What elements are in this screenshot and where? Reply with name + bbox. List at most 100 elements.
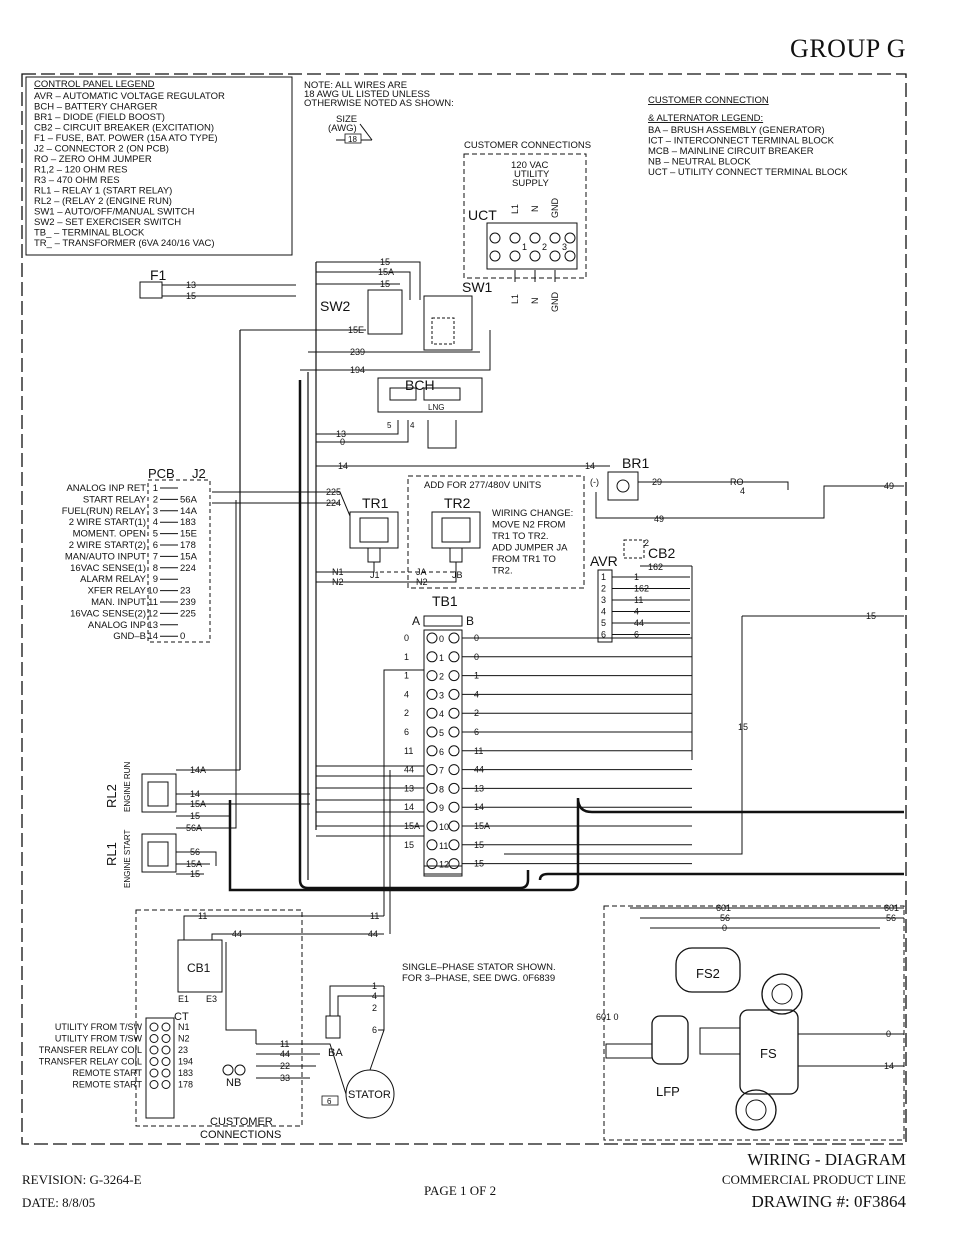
tb1-a: A	[412, 614, 420, 628]
harness-wires	[228, 262, 904, 892]
pcb-pin-wire: 23	[180, 586, 191, 597]
ct-screw	[161, 1057, 171, 1066]
rl1-engine-start: ENGINE START	[123, 830, 132, 888]
note-line: NOTE: ALL WIRES ARE	[304, 80, 407, 91]
tb1-terminal-number: 11	[439, 841, 448, 851]
legend-item: AVR – AUTOMATIC VOLTAGE REGULATOR	[34, 91, 225, 102]
add-480-line: TR2.	[492, 566, 513, 577]
pcb-pin-wire: 183	[180, 517, 196, 528]
pcb-pin-label: 2 WIRE START(2)	[69, 540, 146, 551]
uct-header: CUSTOMER CONNECTIONS	[464, 140, 591, 151]
wire-label-162: 162	[648, 562, 663, 572]
pcb-pin-number: 14	[147, 631, 158, 642]
uct-n-label: N	[530, 206, 540, 213]
fuel-system: 601 601 56 56 0 FS2 FS LFP 601 0 0 14	[596, 903, 905, 1141]
pcb-pin-label: ALARM RELAY	[80, 574, 146, 585]
wire-label-n2: N2	[332, 577, 344, 587]
avr-terminal-number: 2	[601, 584, 606, 594]
customer-legend: CUSTOMER CONNECTION & ALTERNATOR LEGEND:…	[648, 95, 848, 178]
legend-item: R3 – 470 OHM RES	[34, 175, 120, 186]
tb1-terminal-number: 9	[439, 803, 444, 813]
tb1-screw	[448, 688, 460, 700]
pcb-pin-label: 16VAC SENSE(1)	[70, 563, 146, 574]
stator-label: STATOR	[348, 1089, 391, 1101]
tb1-screw	[448, 764, 460, 776]
pcb-pin-label: ANALOG INP RET	[66, 483, 146, 494]
pcb-pin-label: MAN/AUTO INPUT	[65, 551, 146, 562]
wiring-diagram-title: WIRING - DIAGRAM	[747, 1150, 906, 1169]
legend-item: TR_ – TRANSFORMER (6VA 240/16 VAC)	[34, 238, 215, 249]
pcb-pin-number: 11	[148, 597, 158, 608]
pcb-pin-wire: 14A	[180, 506, 198, 517]
diagram-border	[21, 73, 907, 1145]
wire-label-15a: 15A	[378, 267, 394, 277]
tb1-screw	[448, 726, 460, 738]
wire-label-601: 601	[716, 903, 731, 913]
pcb-pin-number: 6	[153, 540, 158, 551]
bch-lng: LNG	[428, 403, 444, 412]
br1-area: 14 14 BR1 (-) 29 RO 4 49 49	[316, 455, 904, 524]
relays: RL2 ENGINE RUN RL1 ENGINE START 14A 14 1…	[104, 500, 310, 888]
tb1-terminal-number: 10	[439, 822, 449, 832]
tb1-screw	[426, 745, 438, 757]
uct-terminal-number: 3	[562, 242, 567, 252]
tb1-screw	[426, 858, 438, 870]
ct-wire-label: 178	[178, 1080, 193, 1090]
lfp-label: LFP	[656, 1084, 680, 1099]
tb1-left-wire-label: 1	[404, 652, 409, 662]
tb1-left-wire-label: 15	[404, 840, 414, 850]
legend-item: J2 – CONNECTOR 2 (ON PCB)	[34, 144, 169, 155]
fuse-f1: F1 13 15	[139, 267, 296, 301]
ct-wire-label: N2	[178, 1034, 190, 1044]
tb1-left-wire-label: 2	[404, 708, 409, 718]
pcb-pin-label: ANALOG INP	[88, 620, 146, 631]
rl2-engine-run: ENGINE RUN	[123, 762, 132, 812]
pcb-pin-wire: 224	[180, 563, 196, 574]
wire-label-29: 29	[652, 477, 662, 487]
note-line: 18 AWG UL LISTED UNLESS	[304, 89, 430, 100]
tb1-screw	[426, 801, 438, 813]
wire-label-601-0: 601 0	[596, 1012, 619, 1022]
legend-item: BCH – BATTERY CHARGER	[34, 102, 158, 113]
wire-label-11: 11	[198, 911, 207, 921]
tb1-terminal-number: 8	[439, 784, 444, 794]
wire-label-l1: L1	[510, 294, 520, 304]
pcb-pin-label: 2 WIRE START(1)	[69, 517, 146, 528]
wire-label-4: 4	[410, 421, 415, 430]
ct-screw	[161, 1022, 171, 1032]
battery-charger: BCH LNG 13 0 5 4	[316, 377, 483, 449]
legend-item: F1 – FUSE, BAT. POWER (15A ATO TYPE)	[34, 133, 218, 144]
tb1-screw	[448, 782, 460, 794]
tr1-label: TR1	[362, 495, 389, 511]
wire-label-4: 4	[372, 991, 377, 1001]
legend-item: CB2 – CIRCUIT BREAKER (EXCITATION)	[34, 123, 214, 134]
wire-label-6: 6	[327, 1097, 332, 1106]
cb1-label: CB1	[187, 961, 211, 975]
tb1-terminal-number: 3	[439, 690, 444, 700]
pcb-pin-label: FUEL(RUN) RELAY	[62, 506, 147, 517]
avr-terminal-number: 6	[601, 630, 606, 640]
wire-label-14: 14	[884, 1061, 894, 1071]
j1-label: J1	[370, 570, 380, 580]
rl2-label: RL2	[104, 784, 119, 808]
pcb-pin-number: 7	[153, 551, 158, 562]
wire-label-ja: JA	[416, 567, 427, 577]
uct-terminal-number: 1	[522, 242, 527, 252]
drawing-number: DRAWING #: 0F3864	[751, 1192, 906, 1211]
avr-label: AVR	[590, 553, 618, 569]
tb1-screw	[426, 688, 438, 700]
tb1-screw	[448, 651, 460, 663]
wire-label-33: 33	[280, 1073, 290, 1083]
uct-supply: SUPPLY	[512, 178, 549, 189]
tb1-b: B	[466, 614, 474, 628]
uct-terminal-labels: L1 N GND	[510, 198, 560, 219]
pcb-pin-wire: 0	[180, 631, 185, 642]
pcb-pin-wire: 15E	[180, 529, 197, 540]
date: DATE: 8/8/05	[22, 1195, 96, 1210]
wire-label-n2: N2	[416, 577, 428, 587]
tb1-screw	[448, 820, 460, 832]
br1-minus: (-)	[590, 477, 599, 487]
wire-label-gnd: GND	[550, 292, 560, 313]
